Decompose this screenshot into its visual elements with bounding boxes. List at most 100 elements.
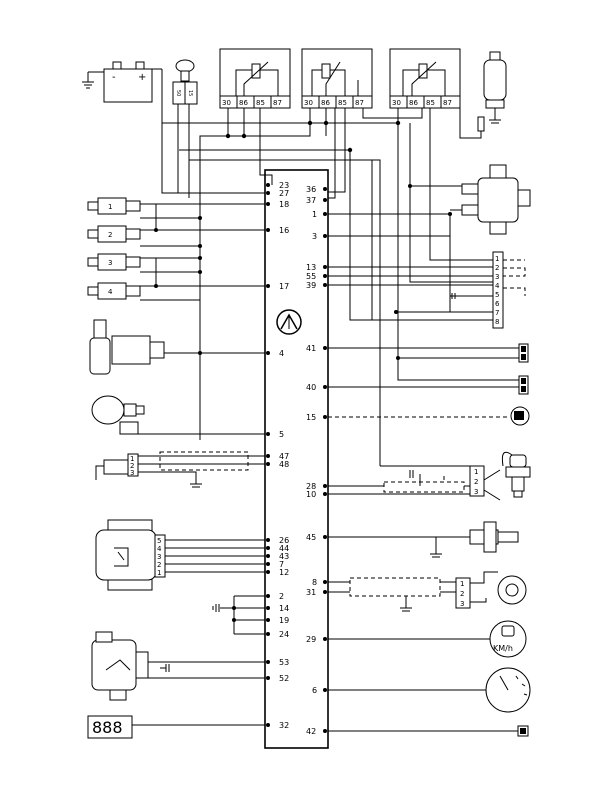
pin-28: 28 xyxy=(306,482,327,491)
pin-45: 45 xyxy=(306,533,327,542)
throttle-pin-3: 3 xyxy=(130,469,134,477)
pin-10: 10 xyxy=(306,490,327,499)
svg-text:52: 52 xyxy=(279,674,289,683)
svg-text:48: 48 xyxy=(279,460,289,469)
oxygen-pin-1: 1 xyxy=(474,468,478,476)
pin-48: 48 xyxy=(266,460,289,469)
svg-text:12: 12 xyxy=(279,568,289,577)
relay-3-pin-30: 30 xyxy=(392,99,401,107)
diag-pin-1: 1 xyxy=(495,255,499,263)
diag-pin-5: 5 xyxy=(495,291,499,299)
tachometer-icon xyxy=(485,667,531,713)
svg-text:37: 37 xyxy=(306,196,316,205)
svg-text:36: 36 xyxy=(306,185,316,194)
pin-53: 53 xyxy=(266,658,289,667)
svg-text:43: 43 xyxy=(279,552,289,561)
pin-41: 41 xyxy=(306,344,327,353)
diag-pin-7: 7 xyxy=(495,309,499,317)
pin-4: 4 xyxy=(266,349,284,358)
diag-display-value: 888 xyxy=(92,718,123,737)
svg-text:31: 31 xyxy=(306,588,316,597)
pin-32: 32 xyxy=(266,721,289,730)
svg-text:3: 3 xyxy=(312,232,317,241)
svg-text:42: 42 xyxy=(306,727,316,736)
oxygen-pin-2: 2 xyxy=(474,478,478,486)
knock-pin-2: 2 xyxy=(460,590,464,598)
pin-37: 37 xyxy=(306,196,327,205)
svg-text:6: 6 xyxy=(312,686,317,695)
pin-3: 3 xyxy=(312,232,327,241)
pin-47: 47 xyxy=(266,452,289,461)
pin-39: 39 xyxy=(306,281,327,290)
svg-text:47: 47 xyxy=(279,452,289,461)
relay-3: 30 86 85 87 xyxy=(389,48,461,109)
ecu-box xyxy=(264,169,329,749)
throttle-pin-2: 2 xyxy=(130,462,134,470)
knock-pin-3: 3 xyxy=(460,600,464,608)
pin-8: 8 xyxy=(312,578,327,587)
airflow-meter-icon: 5 4 3 2 1 xyxy=(95,519,166,591)
pin-24: 24 xyxy=(266,630,289,639)
fuel-pump-icon xyxy=(477,51,507,132)
injector-1-icon: 1 xyxy=(87,197,141,215)
svg-text:10: 10 xyxy=(306,490,316,499)
pin-6: 6 xyxy=(312,686,327,695)
injector-4-icon: 4 xyxy=(87,282,141,300)
relay-1-pin-30: 30 xyxy=(222,99,231,107)
svg-text:16: 16 xyxy=(279,226,289,235)
injector-3-label: 3 xyxy=(108,259,112,267)
relay-1-pin-87: 87 xyxy=(273,99,282,107)
pin-29: 29 xyxy=(306,635,327,644)
throttle-switch-icon xyxy=(91,631,149,701)
relay-2-pin-85: 85 xyxy=(338,99,347,107)
pin-17: 17 xyxy=(266,282,289,291)
airflow-pin-4: 4 xyxy=(157,545,162,553)
pin-1: 1 xyxy=(312,210,327,219)
svg-text:41: 41 xyxy=(306,344,316,353)
svg-text:24: 24 xyxy=(279,630,289,639)
svg-text:13: 13 xyxy=(306,263,316,272)
relay-3-pin-86: 86 xyxy=(409,99,418,107)
relay-2-pin-87: 87 xyxy=(355,99,364,107)
ecu-logo-icon xyxy=(276,309,302,335)
svg-text:40: 40 xyxy=(306,383,316,392)
airflow-pin-5: 5 xyxy=(157,537,161,545)
knock-connector: 1 2 3 xyxy=(455,577,471,609)
pin-19: 19 xyxy=(266,616,289,625)
battery-plus: + xyxy=(138,72,146,83)
svg-text:44: 44 xyxy=(279,544,289,553)
connector-42-icon xyxy=(517,725,529,737)
pin-16: 16 xyxy=(266,226,289,235)
speed-sensor-label: KM/h xyxy=(493,644,513,653)
battery-minus: - xyxy=(112,72,116,83)
relay-2-pin-30: 30 xyxy=(304,99,313,107)
idle-valve-icon xyxy=(89,319,165,375)
oxygen-connector: 1 2 3 xyxy=(469,465,485,497)
connector-41-icon xyxy=(518,343,529,363)
distributor-icon xyxy=(461,164,531,235)
svg-text:45: 45 xyxy=(306,533,316,542)
speed-sensor-icon: KM/h xyxy=(489,620,527,658)
pin-13: 13 xyxy=(306,263,327,272)
svg-text:55: 55 xyxy=(306,272,316,281)
airflow-pin-2: 2 xyxy=(157,561,161,569)
svg-text:28: 28 xyxy=(306,482,316,491)
oxygen-pin-3: 3 xyxy=(474,488,478,496)
svg-text:26: 26 xyxy=(279,536,289,545)
diag-pin-2: 2 xyxy=(495,264,499,272)
diag-connector: 1 2 3 4 5 6 7 8 xyxy=(492,251,504,329)
throttle-sensor-icon: 1 2 3 xyxy=(95,453,139,480)
relay-1-pin-86: 86 xyxy=(239,99,248,107)
relay-2: 30 86 85 87 xyxy=(301,48,373,109)
pin-15: 15 xyxy=(306,413,327,422)
knock-pin-1: 1 xyxy=(460,580,464,588)
knock-sensor-icon xyxy=(497,575,527,605)
svg-text:2: 2 xyxy=(279,592,284,601)
ecu-left-pins: 23 27 18 16 17 4 5 47 48 26 44 43 7 12 2… xyxy=(266,181,289,730)
svg-text:7: 7 xyxy=(279,560,284,569)
pin-43: 43 xyxy=(266,552,289,561)
svg-text:19: 19 xyxy=(279,616,289,625)
svg-text:4: 4 xyxy=(279,349,284,358)
relay-2-pin-86: 86 xyxy=(321,99,330,107)
